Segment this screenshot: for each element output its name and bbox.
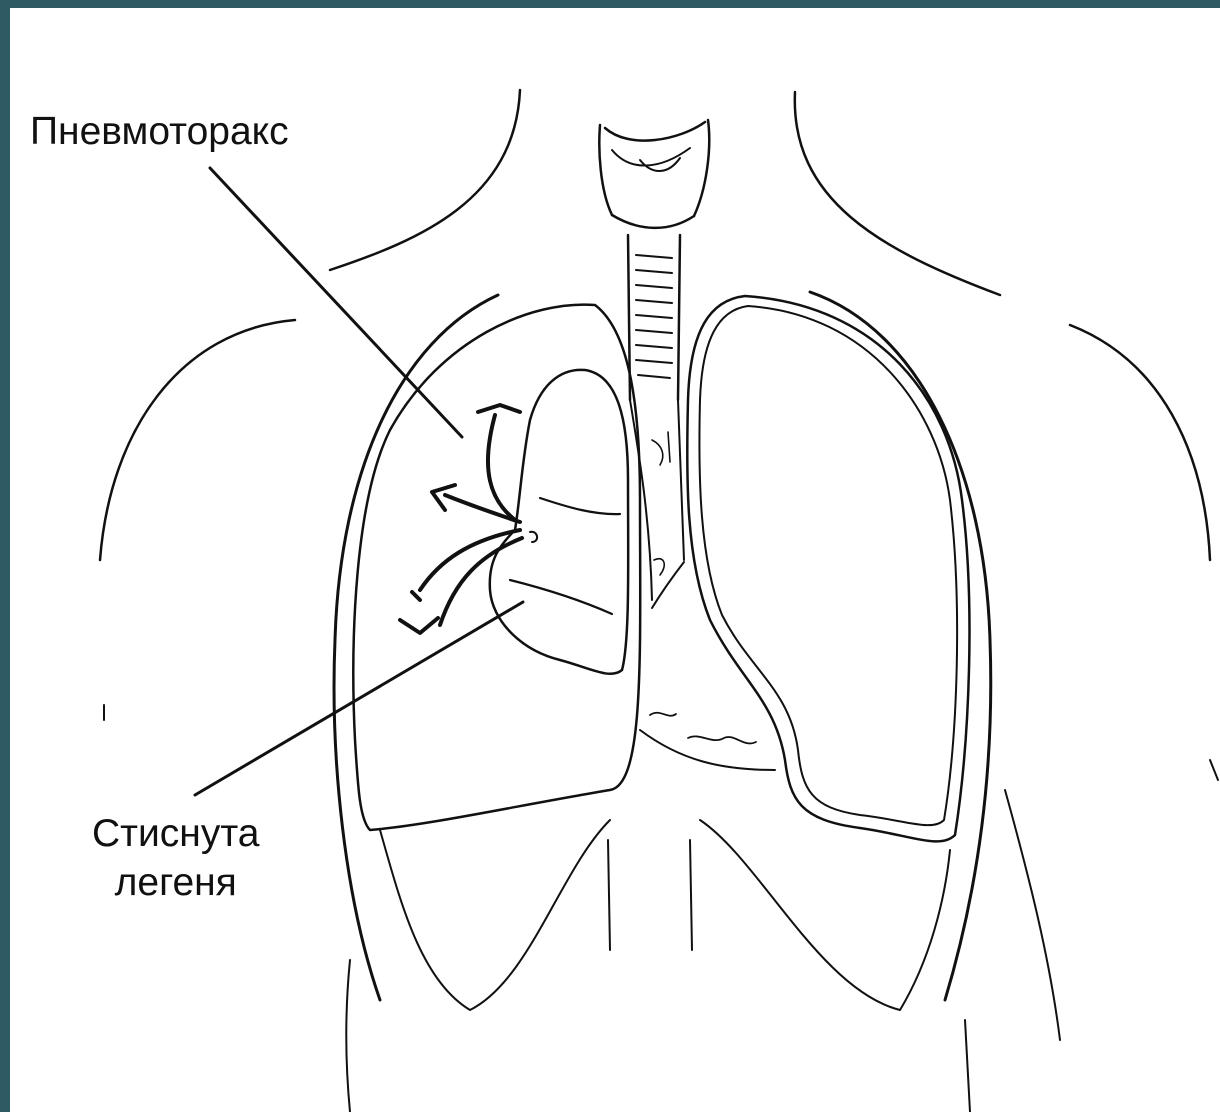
larynx-left	[599, 125, 612, 215]
abdomen-left-line	[346, 960, 350, 1112]
left-shoulder-line	[100, 320, 295, 560]
heart-squiggle-2	[688, 736, 756, 743]
healthy-lung-inner	[699, 306, 957, 825]
lung-fissure-2	[510, 580, 612, 614]
lung-hole-mark	[530, 532, 537, 542]
lower-right-curve	[700, 820, 950, 1010]
air-escape-arrows	[400, 405, 522, 633]
heart-lower-edge	[640, 730, 775, 770]
abdomen-center-left	[608, 840, 610, 950]
label-compressed-lung-line1: Стиснута	[92, 810, 259, 859]
bronchus-line	[652, 562, 684, 608]
larynx-cartilage-2	[640, 158, 680, 171]
leader-line-pneumothorax	[210, 168, 462, 437]
bronchus-mark-1	[652, 440, 663, 465]
larynx-bottom	[612, 215, 694, 228]
chest-wall-right	[810, 292, 991, 1000]
larynx-top-fold	[605, 122, 705, 141]
trachea-rings	[636, 255, 672, 378]
bronchus-mark-2	[668, 432, 670, 462]
larynx-right	[694, 120, 709, 216]
pleural-cavity-left	[353, 305, 640, 830]
larynx-cartilage-1	[612, 148, 690, 166]
abdomen-right-line	[965, 1020, 970, 1112]
label-compressed-lung: Стиснута легеня	[92, 810, 259, 908]
lower-left-curve	[380, 820, 610, 1010]
right-flank-line	[1005, 790, 1060, 1040]
leader-line-compressed-lung	[195, 602, 523, 795]
neck-right-line	[795, 92, 1000, 295]
healthy-lung-outer	[687, 296, 969, 841]
label-pneumothorax: Пневмоторакс	[30, 108, 289, 157]
right-torso-line	[1210, 760, 1218, 780]
neck-left-line	[330, 90, 520, 270]
lung-fissure-1	[540, 498, 620, 514]
label-compressed-lung-line2: легеня	[92, 859, 259, 908]
heart-squiggle-1	[650, 713, 676, 716]
chest-wall-left	[334, 295, 498, 1000]
right-shoulder-line	[1070, 325, 1210, 560]
collapsed-lung	[490, 370, 628, 674]
trachea-right	[678, 235, 680, 400]
bronchus-mark-3	[654, 559, 664, 575]
abdomen-center-right	[690, 840, 692, 950]
mediastinum-right	[678, 400, 684, 560]
